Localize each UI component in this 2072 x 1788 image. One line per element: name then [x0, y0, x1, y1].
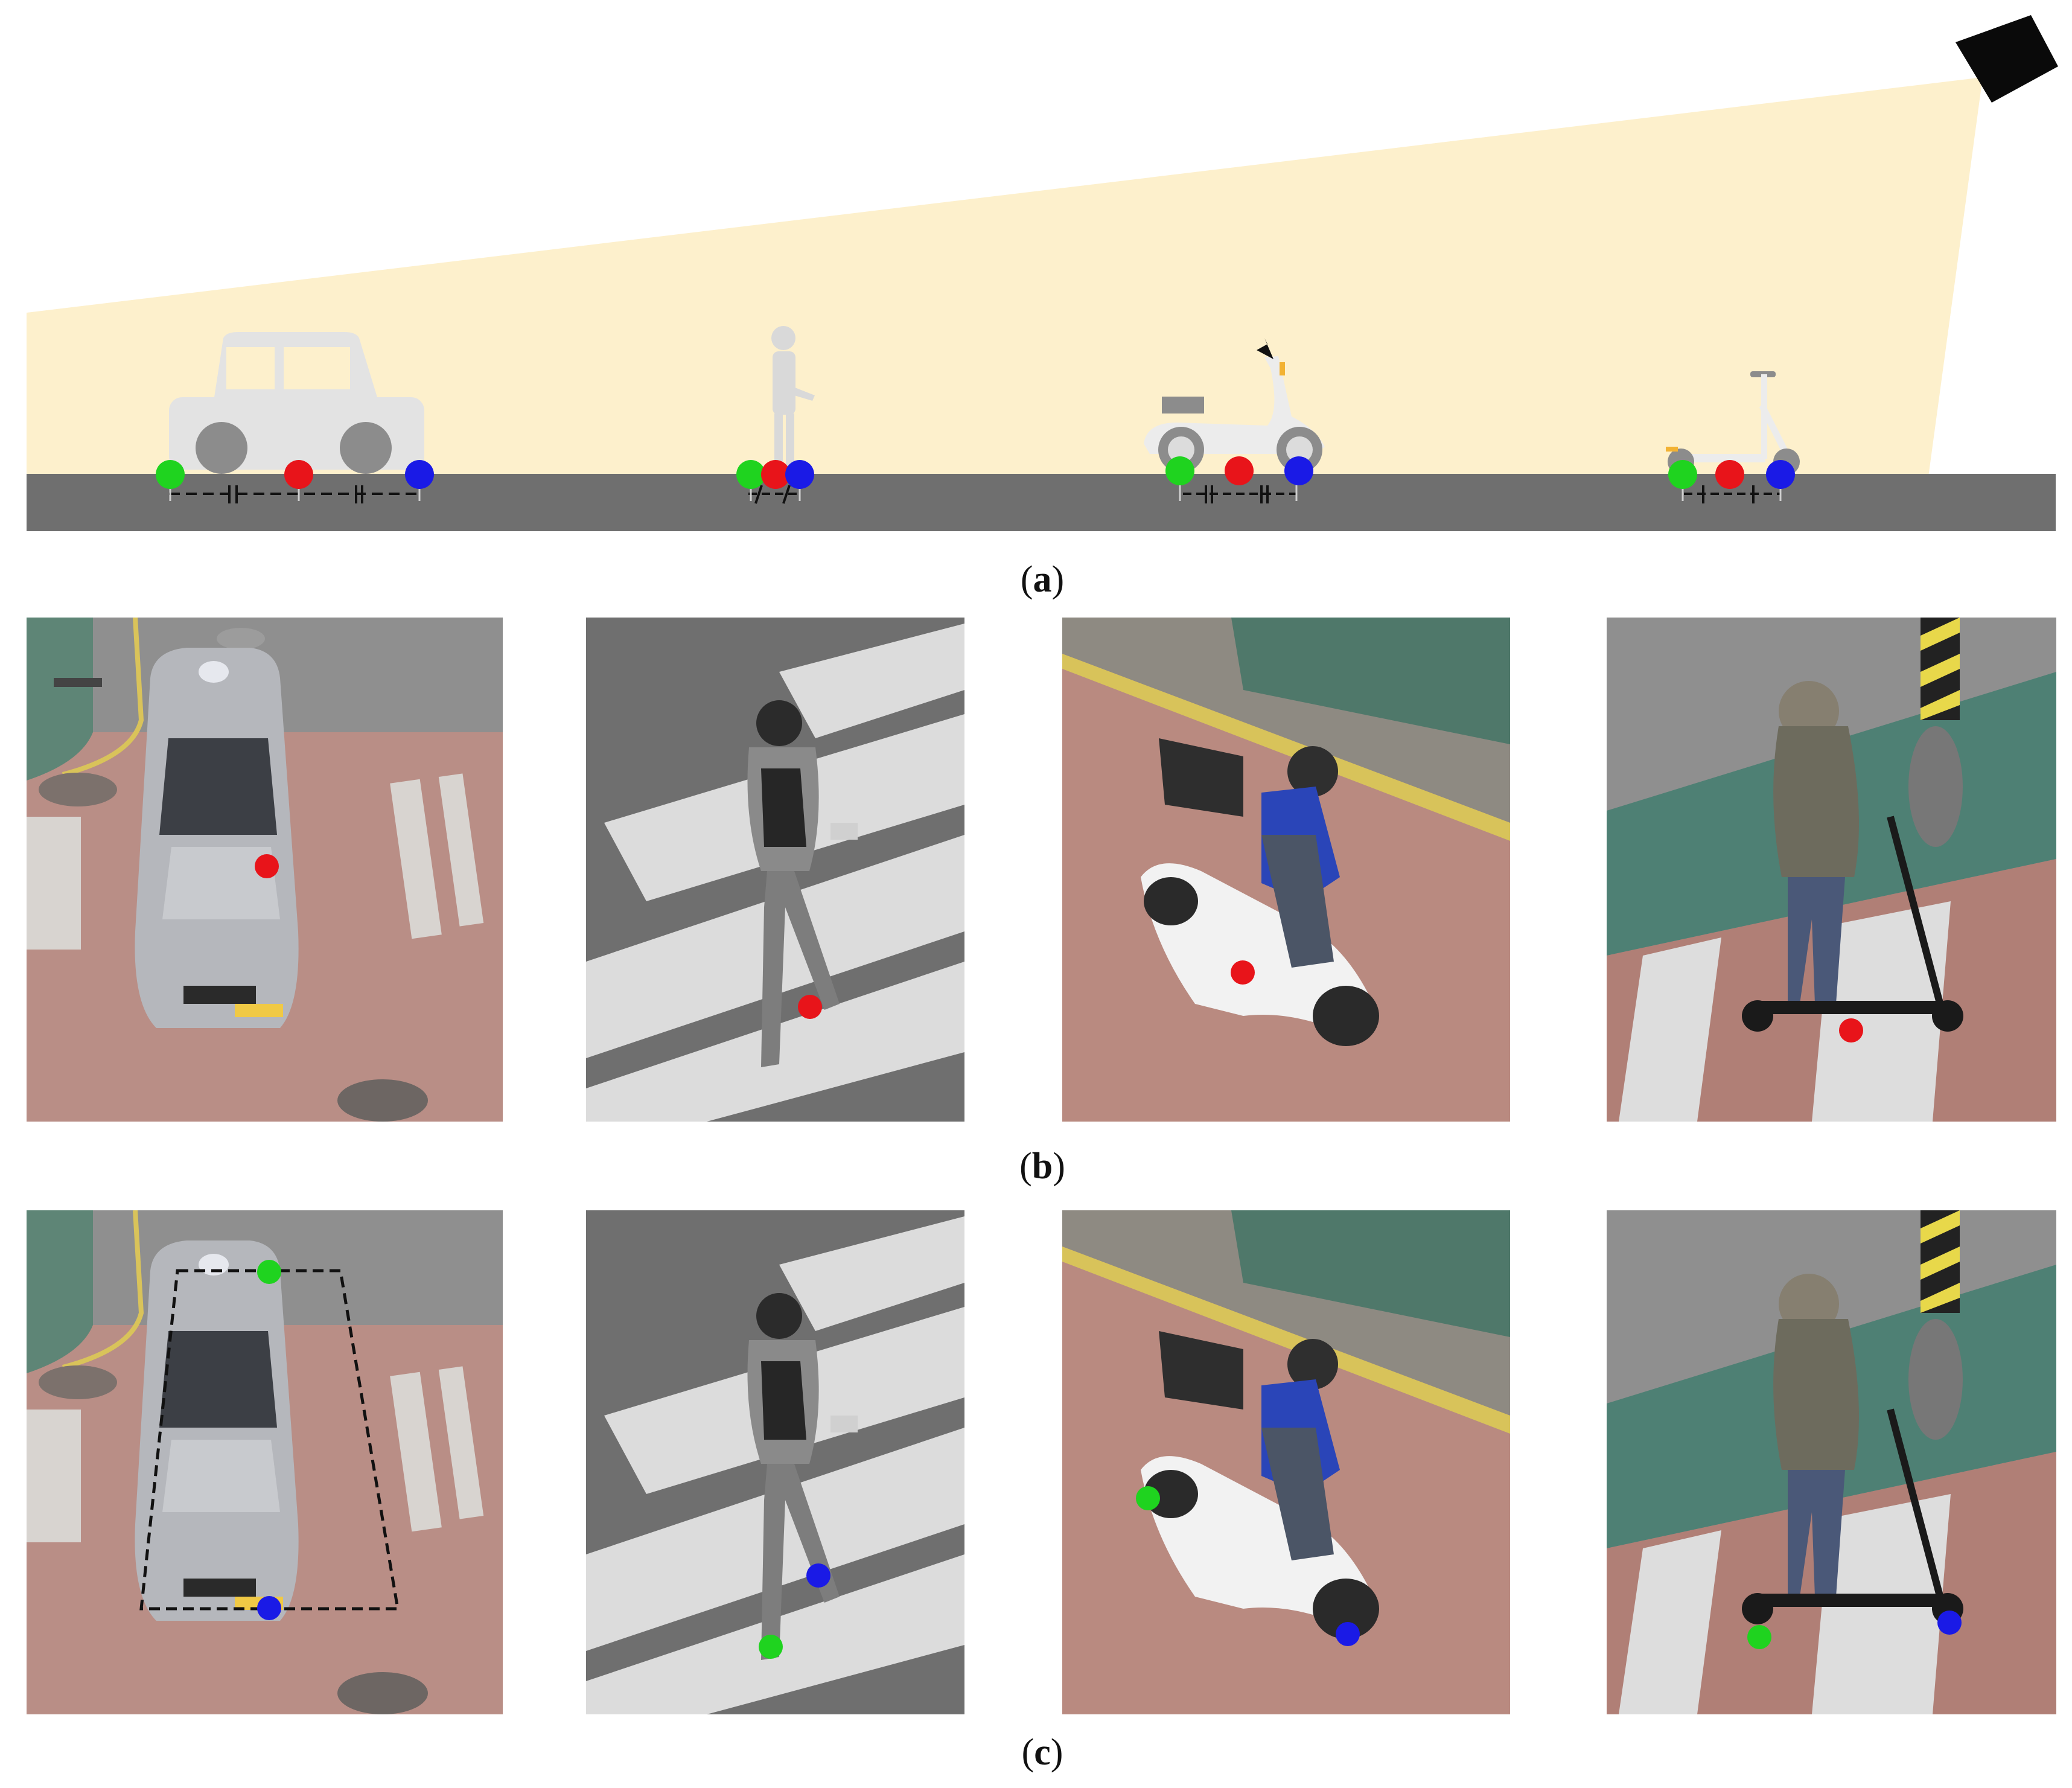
- keypoint-blue: [257, 1596, 281, 1620]
- photo-e-scooter-b: [1607, 618, 2056, 1122]
- surveillance-camera-icon: [1956, 15, 2058, 103]
- keypoint-green: [1747, 1625, 1771, 1649]
- keypoint-red: [1225, 456, 1254, 485]
- keypoint-green: [257, 1260, 281, 1284]
- keypoint-green: [759, 1635, 783, 1659]
- keypoint-blue: [1937, 1611, 1962, 1635]
- keypoint-red: [761, 460, 790, 489]
- keypoint-green: [1668, 460, 1697, 489]
- measurement-lines: [169, 485, 1780, 504]
- caption-b: (b): [1019, 1146, 1065, 1187]
- keypoint-blue: [1284, 456, 1313, 485]
- photo-motorcycle-b: [1062, 618, 1510, 1122]
- keypoint-green: [156, 460, 185, 489]
- photo-car-b: [27, 618, 503, 1122]
- keypoint-blue: [806, 1563, 830, 1588]
- caption-a: (a): [1020, 559, 1065, 600]
- bounding-trapezoid: [139, 1269, 400, 1611]
- photo-e-scooter-c: [1607, 1210, 2056, 1714]
- keypoint-red: [798, 995, 822, 1019]
- photo-pedestrian-c: [586, 1210, 964, 1714]
- keypoint-green: [1136, 1486, 1160, 1510]
- keypoint-blue: [1766, 460, 1795, 489]
- keypoint-red: [1839, 1018, 1863, 1042]
- keypoint-green: [736, 460, 765, 489]
- caption-c: (c): [1021, 1732, 1063, 1773]
- keypoint-blue: [405, 460, 434, 489]
- keypoint-blue: [1336, 1622, 1360, 1646]
- keypoint-red: [284, 460, 313, 489]
- keypoint-green: [1165, 456, 1194, 485]
- photo-car-c: [27, 1210, 503, 1714]
- keypoint-red: [1715, 460, 1744, 489]
- camera-field-of-view: [27, 77, 1983, 477]
- keypoint-red: [1231, 960, 1255, 985]
- photo-motorcycle-c: [1062, 1210, 1510, 1714]
- keypoint-red: [255, 854, 279, 878]
- keypoints-a: [156, 456, 1795, 489]
- pedestrian-silhouette: [771, 326, 815, 474]
- keypoint-blue: [785, 460, 814, 489]
- photo-pedestrian-b: [586, 618, 964, 1122]
- motorcycle-silhouette: [1144, 338, 1325, 473]
- car-silhouette: [169, 332, 424, 474]
- road: [27, 474, 2056, 531]
- scene-diagram: [27, 15, 2058, 531]
